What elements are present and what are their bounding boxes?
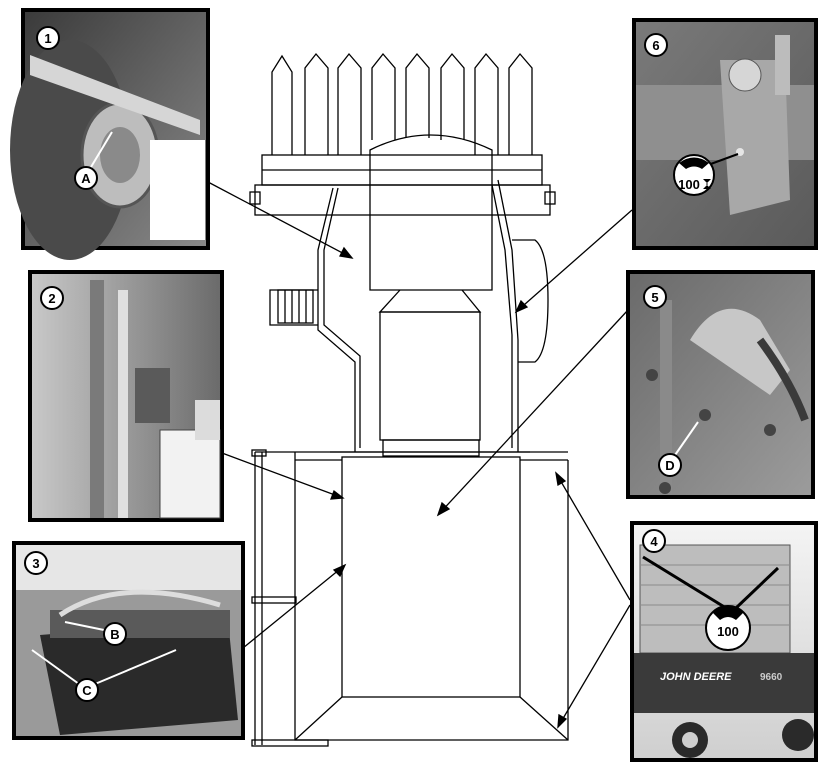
callout-label: D	[665, 458, 674, 473]
photo-panel-4: JOHN DEERE 9660 4 100	[630, 521, 818, 762]
callout-label: C	[82, 683, 92, 698]
brand-text: JOHN DEERE	[660, 671, 732, 683]
photo-panel-1: 1 A	[10, 8, 210, 260]
panel-number: 5	[651, 290, 658, 305]
hour-meter-icon: 100	[705, 605, 751, 651]
photo-panel-6: 6 100	[632, 18, 818, 250]
leader-lines	[207, 181, 633, 729]
photo-panel-2: 2	[28, 270, 224, 522]
hour-meter-icon: 100	[673, 154, 715, 196]
interval-label: 100	[678, 177, 700, 192]
panel-number: 2	[48, 291, 55, 306]
callout-label: A	[81, 171, 91, 186]
panel-number: 3	[32, 556, 39, 571]
panel-number: 4	[650, 534, 658, 549]
engine-cylinders	[271, 52, 533, 155]
panel-number: 6	[652, 38, 659, 53]
photo-panel-5: 5 D	[626, 270, 815, 499]
callout-label: B	[110, 627, 119, 642]
model-text: 9660	[760, 672, 783, 683]
machine-top-view	[249, 52, 569, 747]
photo-panel-3: 3 B C	[12, 541, 245, 740]
interval-label: 100	[717, 624, 739, 639]
panel-number: 1	[44, 31, 51, 46]
